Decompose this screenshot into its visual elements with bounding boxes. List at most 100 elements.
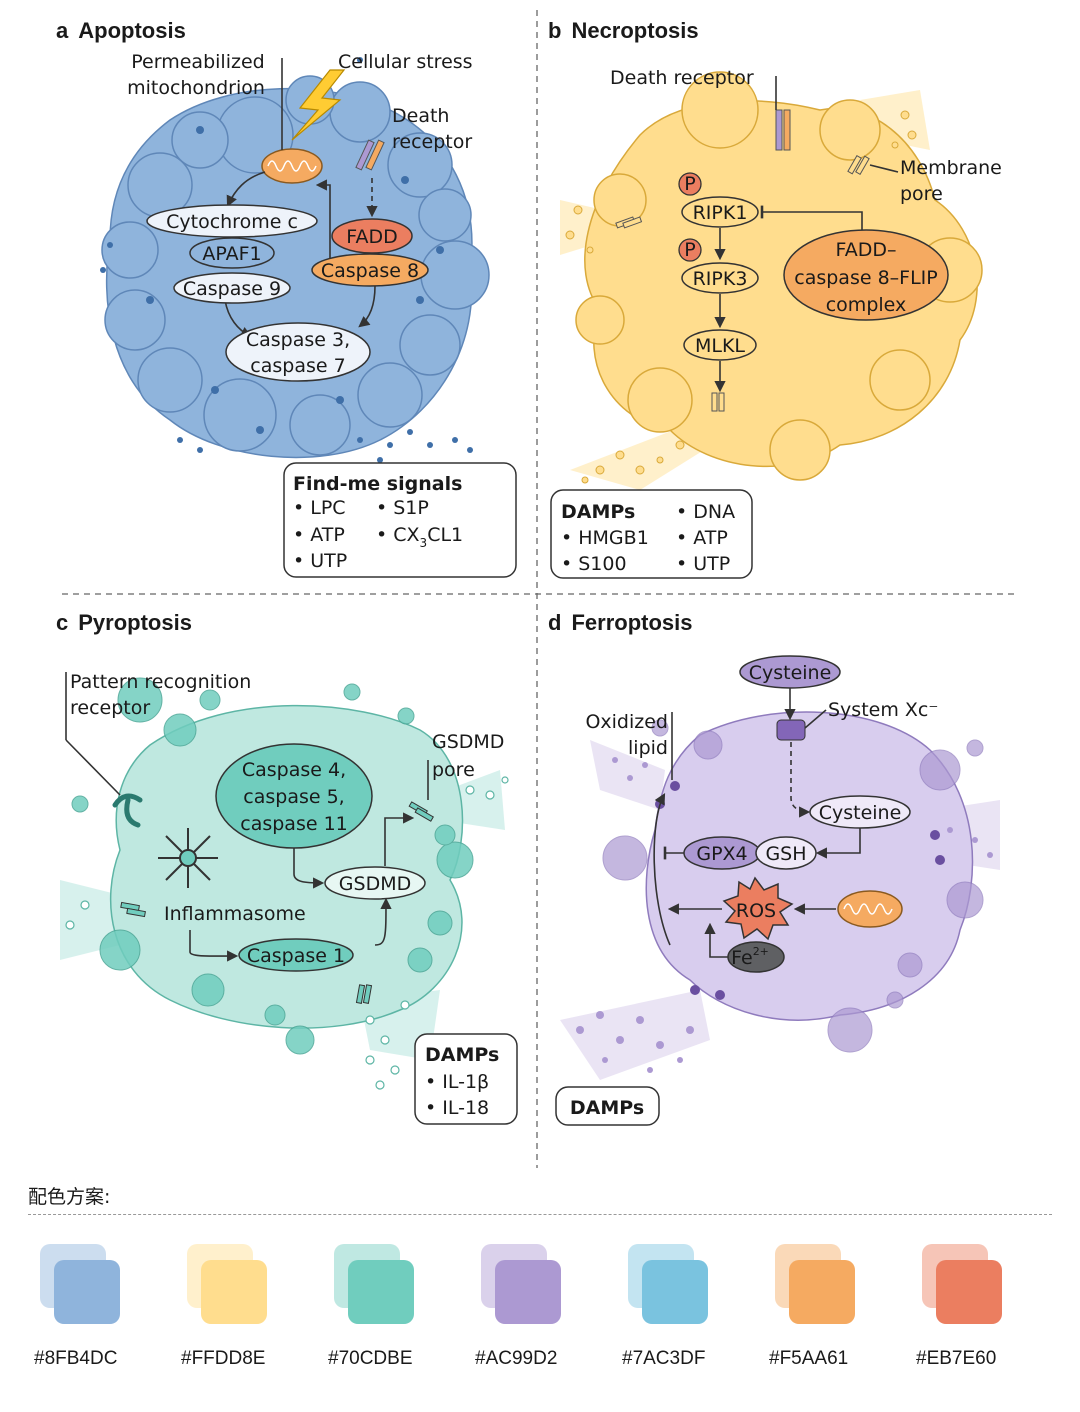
svg-text:Caspase 8: Caspase 8 — [321, 260, 419, 282]
swatch: #EB7E60 — [916, 1244, 1022, 1369]
lightning-icon — [291, 69, 346, 141]
death-receptor-icon — [775, 109, 791, 151]
svg-text:• UTP: • UTP — [676, 553, 730, 575]
svg-text:• LPC: • LPC — [293, 497, 346, 519]
swatch-hex: #EB7E60 — [916, 1348, 997, 1369]
label-death: Death — [392, 105, 449, 127]
membrane-pore-icon — [615, 155, 870, 412]
swatch-color — [642, 1260, 708, 1324]
pyroptotic-droplets — [65, 776, 509, 1090]
svg-text:GSH: GSH — [765, 843, 806, 865]
node-gsdmd — [324, 866, 426, 900]
node-ripk3 — [681, 262, 759, 294]
swatch: #8FB4DC — [34, 1244, 140, 1369]
node-caspase-1 — [238, 938, 354, 972]
node-ros — [722, 876, 794, 941]
pyroptotic-cell — [109, 704, 464, 1029]
svg-text:ROS: ROS — [736, 900, 776, 922]
cell-vesicles — [100, 57, 473, 463]
svg-text:Death receptor: Death receptor — [610, 67, 754, 89]
system-xc-transporter-icon — [776, 719, 806, 741]
swatch-color — [495, 1260, 561, 1324]
svg-text:Caspase 9: Caspase 9 — [183, 278, 281, 300]
death-receptor-icon — [355, 139, 385, 171]
swatch-hex: #70CDBE — [328, 1348, 413, 1369]
swatch-hex: #7AC3DF — [622, 1348, 706, 1369]
damps-box: DAMPs • DNA • HMGB1 • ATP • S100 • UTP — [550, 489, 753, 579]
swatch: #AC99D2 — [475, 1244, 581, 1369]
svg-text:Caspase 4,caspase 5,caspase 11: Caspase 4,caspase 5,caspase 11 — [240, 759, 348, 835]
svg-text:P: P — [684, 239, 695, 261]
label-mito-2: mitochondrion — [127, 77, 265, 99]
svg-text:Find-me signals: Find-me signals — [293, 473, 462, 495]
svg-text:GSDMD: GSDMD — [339, 873, 411, 895]
svg-text:• ATP: • ATP — [293, 524, 345, 546]
svg-text:• S1P: • S1P — [376, 497, 429, 519]
ferroptotic-bubbles — [602, 719, 984, 1053]
label-mito-1: Permeabilized — [131, 51, 264, 73]
svg-text:GPX4: GPX4 — [696, 843, 747, 865]
label-receptor: receptor — [392, 131, 472, 153]
swatch-color — [936, 1260, 1002, 1324]
svg-text:Caspase 1: Caspase 1 — [247, 945, 345, 967]
palette-divider — [28, 1214, 1052, 1215]
phosphate-icon — [678, 238, 702, 262]
swatch: #FFDD8E — [181, 1244, 287, 1369]
color-palette: 配色方案: #8FB4DC #FFDD8E #70CDBE #AC99D2 #7AC3D… — [0, 1170, 1080, 1412]
node-mlkl — [683, 329, 757, 361]
node-fadd — [331, 218, 413, 254]
svg-text:• DNA: • DNA — [676, 501, 735, 523]
swatch-hex: #FFDD8E — [181, 1348, 266, 1369]
swatch-color — [201, 1260, 267, 1324]
svg-text:APAF1: APAF1 — [202, 243, 261, 265]
swatch-hex: #F5AA61 — [769, 1348, 849, 1369]
node-caspase-3-7 — [225, 322, 371, 382]
phosphate-icon — [678, 172, 702, 196]
swatch-hex: #AC99D2 — [475, 1348, 558, 1369]
node-cytochrome-c — [146, 204, 318, 238]
swatch-color — [54, 1260, 120, 1324]
mitochondrion-icon — [261, 148, 323, 184]
svg-text:System Xc⁻: System Xc⁻ — [828, 699, 938, 721]
label-cellular-stress: Cellular stress — [338, 51, 473, 73]
oxidized-lipid-icon — [655, 781, 945, 1000]
pattern-recognition-receptor-icon — [112, 793, 143, 828]
node-apaf1 — [189, 237, 275, 269]
svg-text:DAMPs: DAMPs — [425, 1044, 499, 1066]
svg-text:Fe2+: Fe2+ — [731, 945, 769, 969]
svg-text:• S100: • S100 — [561, 553, 627, 575]
swatch-hex: #8FB4DC — [34, 1348, 118, 1369]
panel-letter: a — [56, 18, 69, 43]
svg-text:RIPK1: RIPK1 — [693, 202, 748, 224]
ferroptotic-cell — [645, 711, 974, 1021]
svg-text:MLKL: MLKL — [695, 335, 745, 357]
svg-text:Cysteine: Cysteine — [819, 802, 902, 824]
svg-text:• HMGB1: • HMGB1 — [561, 527, 649, 549]
necroptotic-droplets — [565, 110, 917, 484]
svg-text:RIPK3: RIPK3 — [693, 268, 748, 290]
damps-box: DAMPs • IL-1β • IL-18 — [414, 1033, 518, 1125]
swatch: #7AC3DF — [622, 1244, 728, 1369]
panel-title: Apoptosis — [78, 18, 186, 43]
pyroptotic-bubbles — [71, 677, 474, 1055]
svg-text:• UTP: • UTP — [293, 550, 347, 572]
ferroptotic-droplets — [576, 757, 993, 1073]
damps-box: DAMPs — [555, 1086, 660, 1126]
palette-title: 配色方案: — [28, 1186, 111, 1208]
svg-text:FADD: FADD — [346, 226, 397, 248]
swatch-color — [348, 1260, 414, 1324]
svg-text:Inflammasome: Inflammasome — [164, 903, 306, 925]
find-me-signals-box: Find-me signals • LPC • S1P • ATP • CX3C… — [283, 462, 517, 578]
